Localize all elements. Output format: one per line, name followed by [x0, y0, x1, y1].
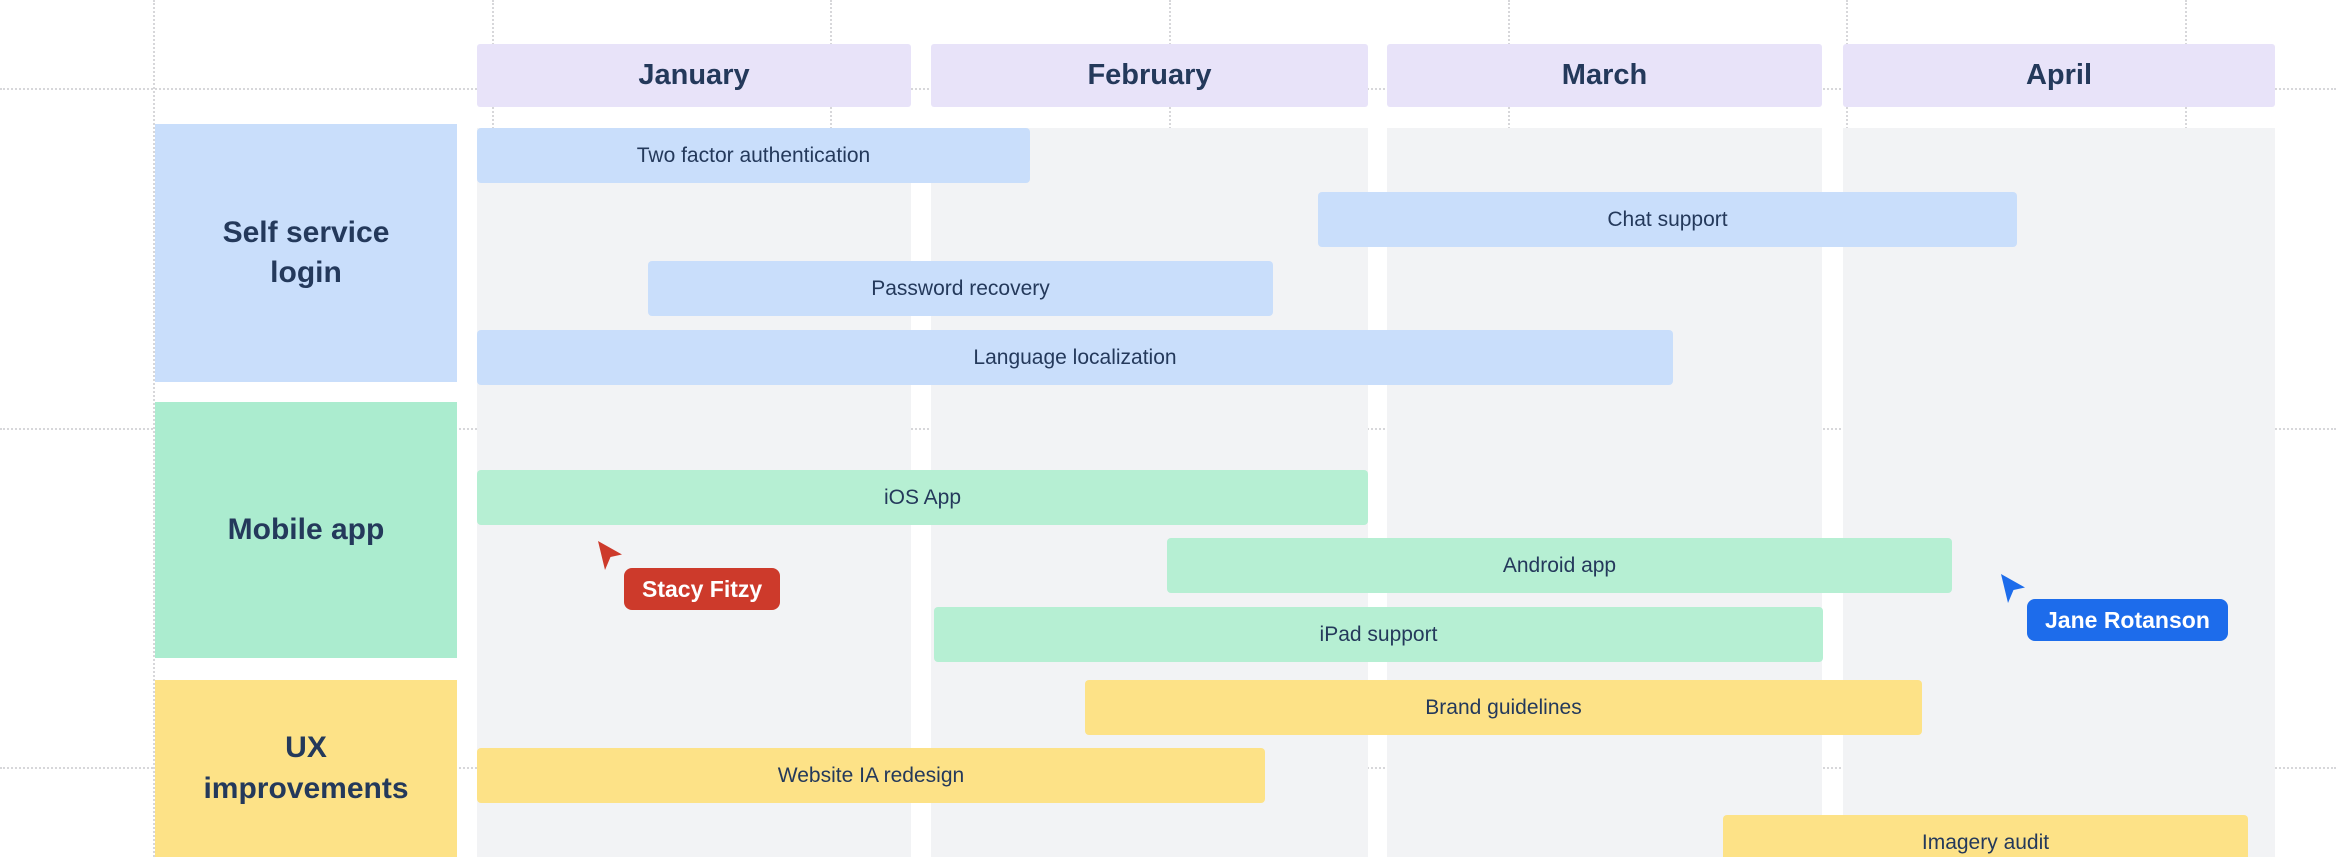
month-header-march[interactable]: March — [1387, 44, 1822, 107]
task-bar-chat-support[interactable]: Chat support — [1318, 192, 2017, 247]
task-label: Brand guidelines — [1425, 695, 1582, 719]
task-label: Android app — [1502, 553, 1617, 577]
task-label: Language localization — [973, 345, 1177, 369]
cursor-name-badge: Jane Rotanson — [2027, 599, 2228, 641]
task-bar-brand-guidelines[interactable]: Brand guidelines — [1085, 680, 1922, 735]
month-label: April — [2025, 59, 2093, 91]
cursor-arrow-icon — [598, 541, 622, 570]
task-label: iPad support — [1319, 622, 1438, 646]
month-label: March — [1561, 59, 1648, 91]
month-label: January — [638, 59, 750, 91]
task-bar-website-ia-redesign[interactable]: Website IA redesign — [477, 748, 1265, 803]
cursor-name-badge: Stacy Fitzy — [624, 568, 781, 610]
month-column — [1843, 128, 2275, 857]
month-column — [1387, 128, 1822, 857]
task-bar-password-recovery[interactable]: Password recovery — [648, 261, 1273, 316]
task-label: Two factor authentication — [636, 143, 871, 167]
task-bar-android-app[interactable]: Android app — [1167, 538, 1952, 593]
task-bar-language-localization[interactable]: Language localization — [477, 330, 1673, 385]
cursor-name: Stacy Fitzy — [642, 575, 763, 602]
task-label: Imagery audit — [1921, 830, 2050, 854]
task-bar-ios-app[interactable]: iOS App — [477, 470, 1368, 525]
category-block-ux-improvements[interactable]: UX improvements — [155, 680, 457, 857]
month-header-january[interactable]: January — [477, 44, 911, 107]
cursor-arrow-icon — [2001, 574, 2025, 603]
month-header-february[interactable]: February — [931, 44, 1368, 107]
month-label: February — [1087, 59, 1212, 91]
cursor-name: Jane Rotanson — [2045, 606, 2210, 633]
category-label: Self service login — [222, 215, 390, 290]
task-label: Website IA redesign — [777, 763, 965, 787]
task-label: iOS App — [883, 485, 962, 509]
category-block-mobile-app[interactable]: Mobile app — [155, 402, 457, 658]
task-bar-imagery-audit[interactable]: Imagery audit — [1723, 815, 2248, 857]
category-label: UX improvements — [203, 731, 409, 805]
month-header-april[interactable]: April — [1843, 44, 2275, 107]
task-label: Password recovery — [871, 276, 1050, 300]
task-bar-ipad-support[interactable]: iPad support — [934, 607, 1823, 662]
task-bar-two-factor-authentication[interactable]: Two factor authentication — [477, 128, 1030, 183]
category-block-self-service-login[interactable]: Self service login — [155, 124, 457, 382]
category-label: Mobile app — [227, 512, 385, 546]
task-label: Chat support — [1607, 207, 1728, 231]
